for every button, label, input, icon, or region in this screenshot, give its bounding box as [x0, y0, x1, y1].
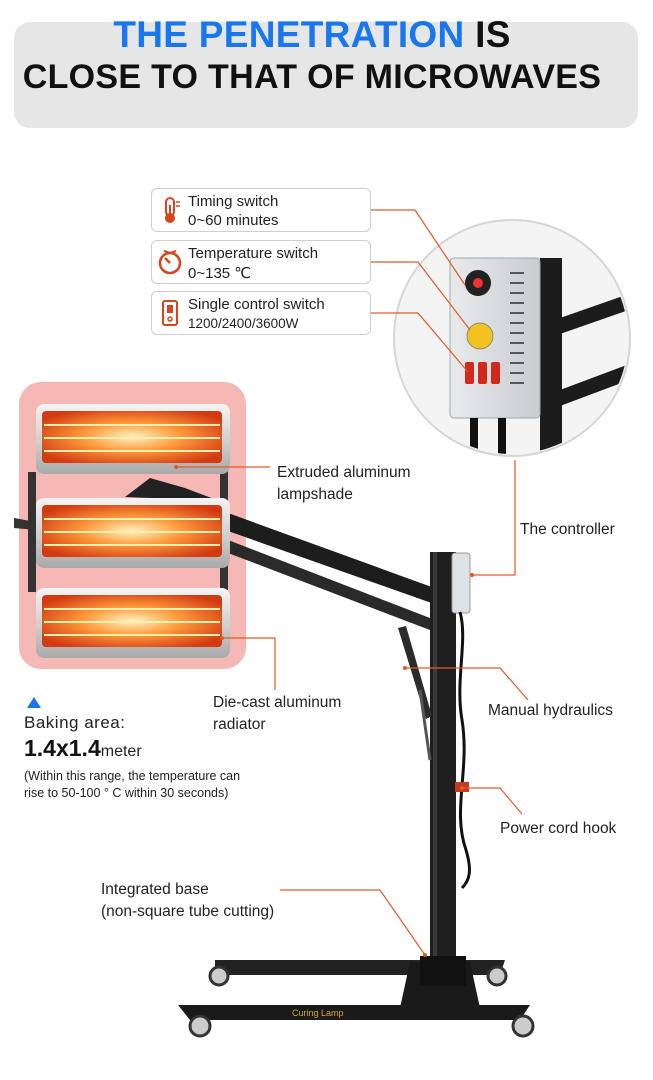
integrated-base: Curing Lamp: [178, 956, 530, 1020]
lamp-arm: [228, 513, 440, 606]
caster-wheels: [188, 965, 535, 1038]
baking-area-value: 1.4x1.4meter: [24, 735, 142, 762]
lamp-head-middle: [36, 498, 230, 568]
temperature-switch-title: Temperature switch: [188, 245, 319, 262]
temperature-switch-callout: Temperature switch 0~135 ℃: [151, 240, 371, 284]
integrated-base-label: Integrated base (non-square tube cutting…: [101, 881, 275, 920]
leader-lines: [176, 209, 529, 956]
baking-area-unit: meter: [100, 743, 142, 760]
lampshade-label: Extruded aluminum lampshade: [277, 464, 411, 503]
temperature-switch-value: 0~135 ℃: [188, 265, 252, 282]
headline-line2: CLOSE TO THAT OF MICROWAVES: [22, 58, 602, 96]
timer-icon: [158, 250, 182, 275]
lamp-head-bottom: [36, 588, 230, 658]
baking-area-number: 1.4x1.4: [24, 735, 101, 761]
triangle-marker-icon: [27, 697, 41, 708]
headline-rest: IS: [475, 14, 511, 55]
controller-label: The controller: [520, 521, 615, 538]
single-control-switch-title: Single control switch: [188, 296, 325, 313]
headline-line1: THE PENETRATION IS: [0, 14, 624, 56]
hydraulic-strut: [398, 626, 432, 719]
power-cord: [458, 611, 471, 890]
baking-area-title: Baking area:: [24, 713, 126, 732]
baking-note-line1: (Within this range, the temperature can: [24, 769, 241, 783]
header-banner: [14, 22, 638, 128]
lamp-head-top: [36, 404, 230, 474]
rocker-switch-icon: [162, 300, 178, 326]
timing-switch-title: Timing switch: [188, 193, 279, 210]
baking-note-line2: rise to 50-100 ° C within 30 seconds): [24, 786, 229, 800]
column-controller: [451, 552, 471, 614]
timing-switch-callout: Timing switch 0~60 minutes: [151, 188, 371, 232]
controller-zoom: [393, 219, 631, 457]
base-brand-text: Curing Lamp: [292, 1008, 344, 1018]
headline-highlight: THE PENETRATION: [113, 14, 465, 55]
single-control-switch-value: 1200/2400/3600W: [188, 316, 299, 331]
hydraulics-label: Manual hydraulics: [488, 702, 613, 719]
power-cord-hook-label: Power cord hook: [500, 820, 617, 837]
radiator-label: Die-cast aluminum radiator: [213, 694, 342, 733]
timing-switch-value: 0~60 minutes: [188, 212, 279, 229]
thermometer-icon: [165, 197, 180, 223]
lamp-adjust-knob: [14, 518, 36, 530]
single-control-switch-callout: Single control switch 1200/2400/3600W: [151, 291, 371, 335]
